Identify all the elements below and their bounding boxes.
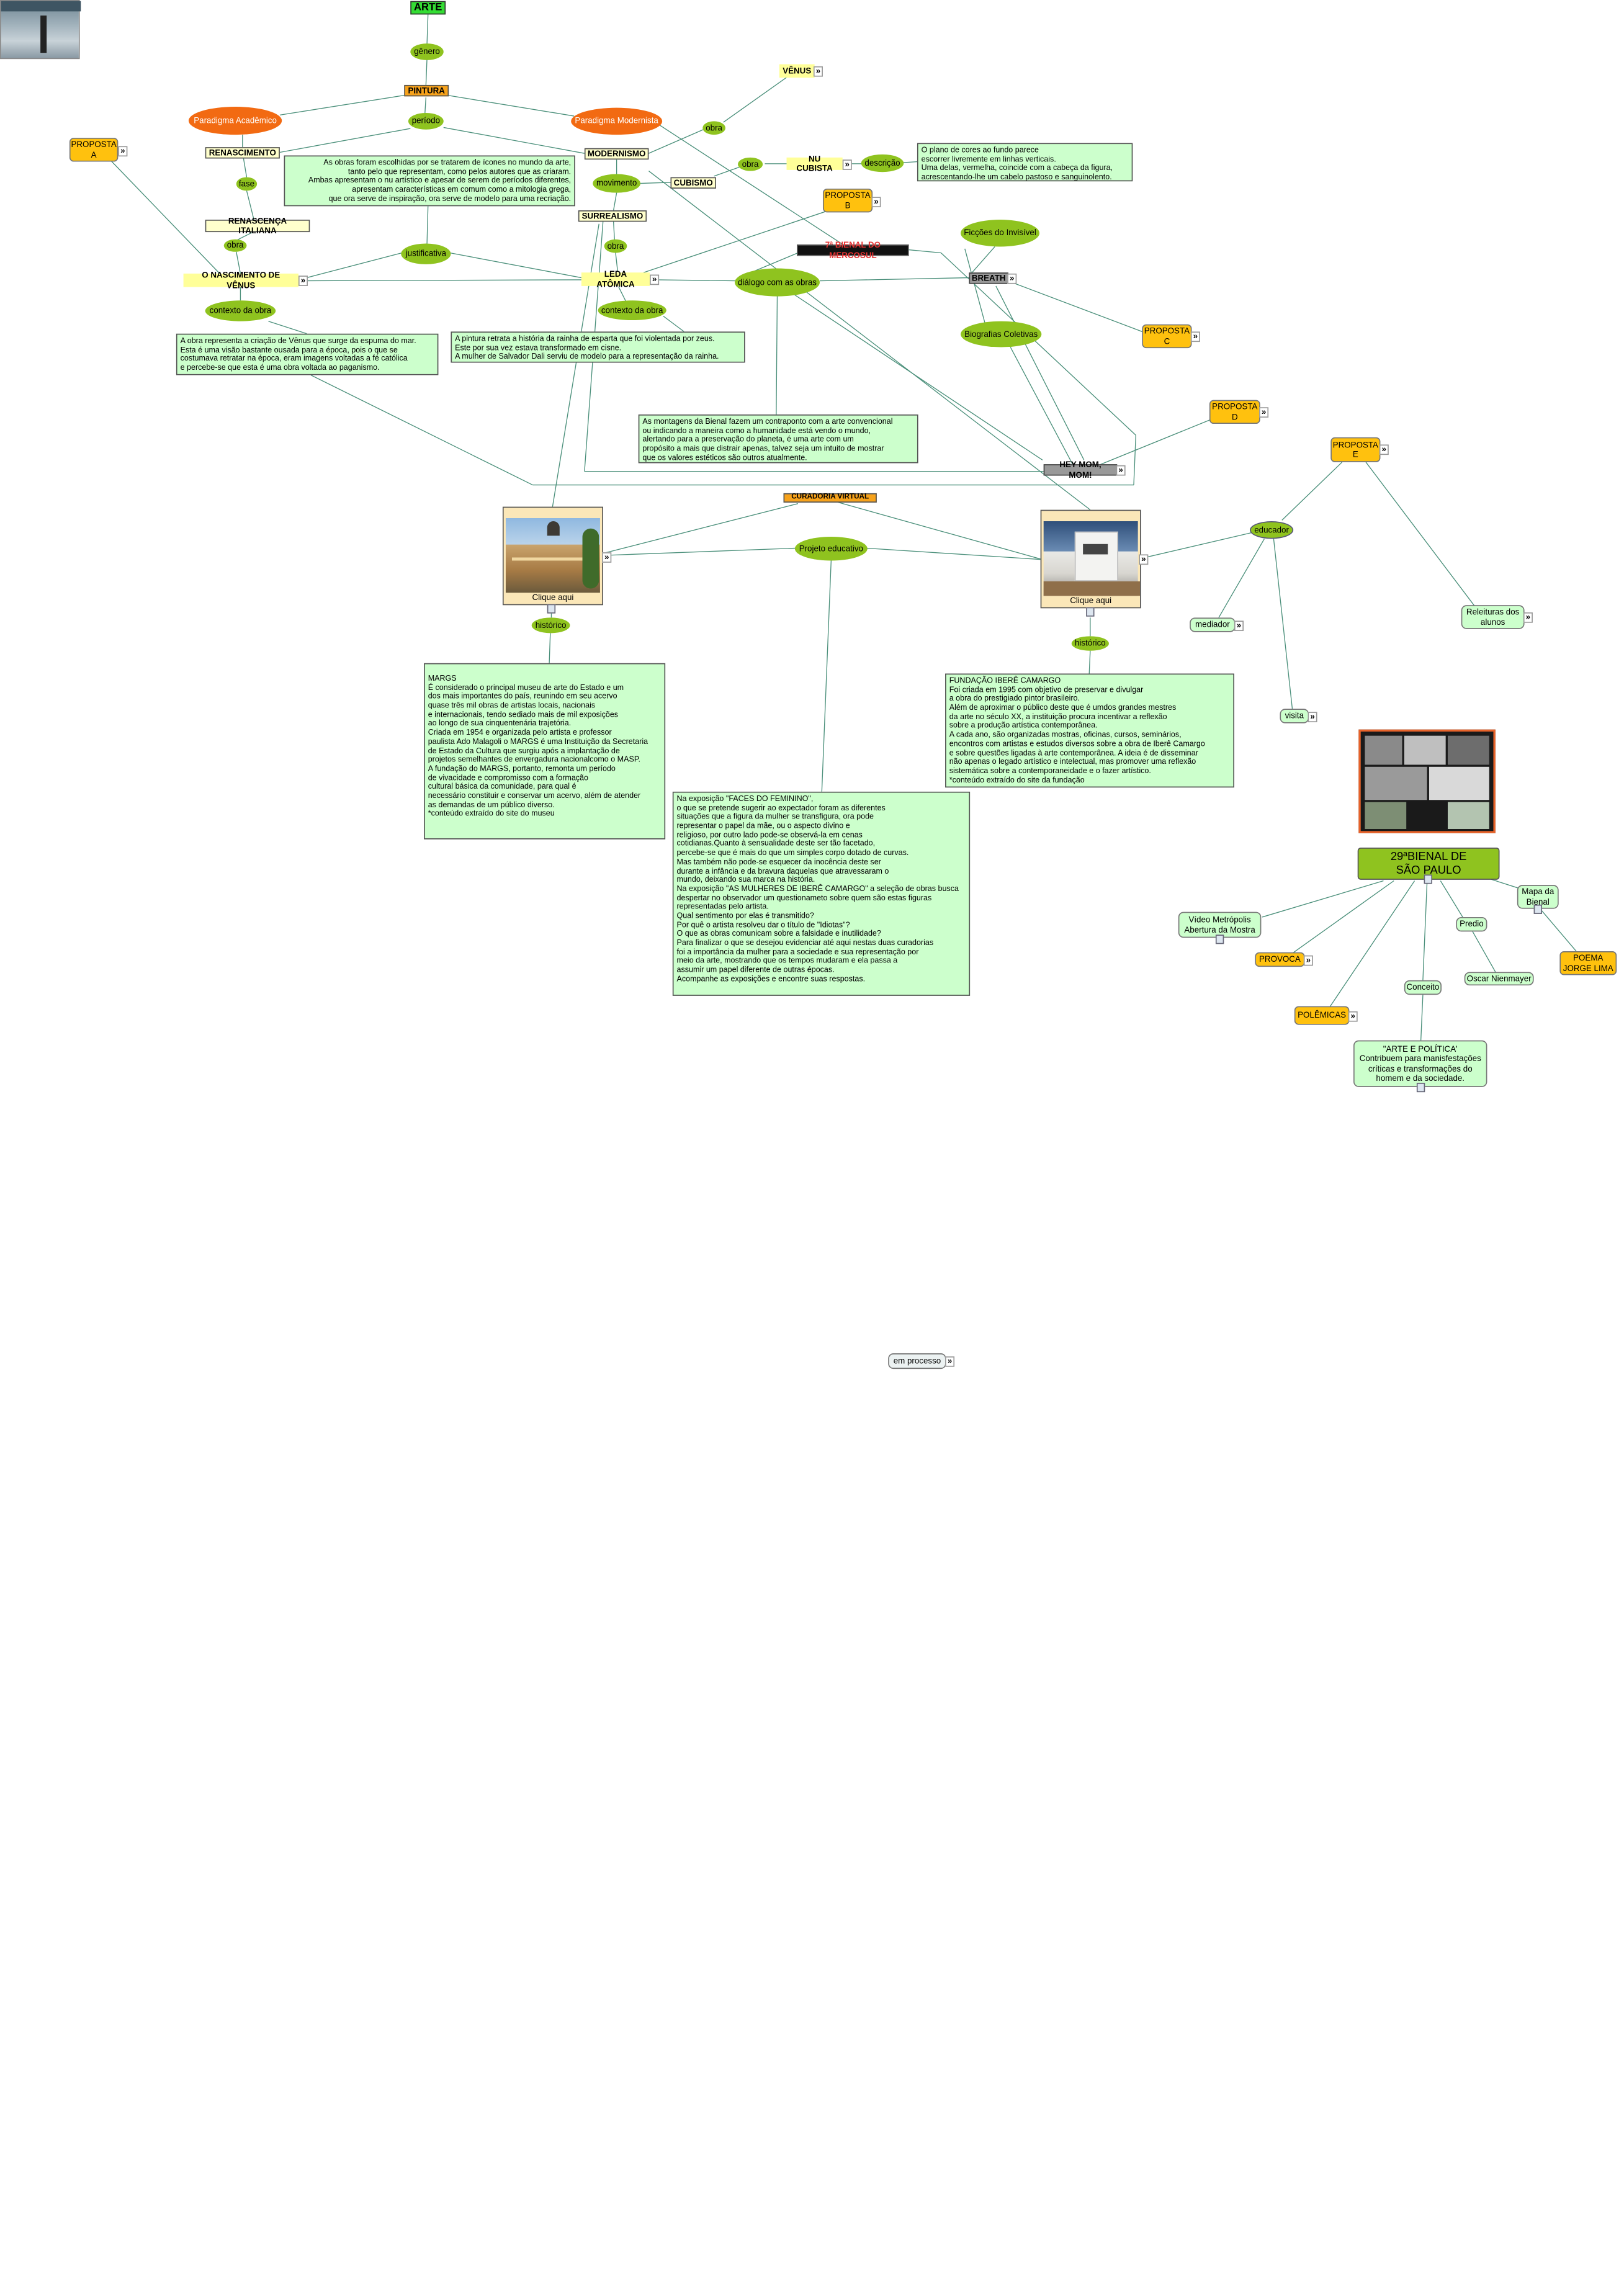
document-icon[interactable] xyxy=(547,604,555,614)
document-icon[interactable] xyxy=(1424,874,1432,884)
expand-icon[interactable]: » xyxy=(1304,956,1313,966)
node-fase[interactable]: fase xyxy=(236,177,257,191)
node-cubismo[interactable]: CUBISMO xyxy=(670,177,716,189)
node-conceito[interactable]: Conceito xyxy=(1404,980,1442,995)
expand-icon[interactable]: » xyxy=(814,66,823,77)
node-historico-2[interactable]: histórico xyxy=(1072,636,1109,650)
node-modernismo[interactable]: MODERNISMO xyxy=(585,148,649,159)
node-educador[interactable]: educador xyxy=(1250,521,1293,539)
node-venus[interactable]: VÊNUS xyxy=(779,65,815,78)
expand-icon[interactable]: » xyxy=(1191,331,1200,342)
note-margs: MARGS É considerado o principal museu de… xyxy=(424,663,665,840)
node-dialogo-obras[interactable]: diálogo com as obras xyxy=(735,269,820,297)
node-provoca[interactable]: PROVOCA xyxy=(1255,952,1304,967)
expand-icon[interactable]: » xyxy=(298,275,308,286)
expand-icon[interactable]: » xyxy=(843,159,852,170)
note-ibere: FUNDAÇÃO IBERÊ CAMARGO Foi criada em 199… xyxy=(945,674,1234,788)
node-breath[interactable]: BREATH xyxy=(969,272,1008,284)
margs-caption[interactable]: Clique aqui xyxy=(504,593,603,602)
expand-icon[interactable]: » xyxy=(1523,612,1533,623)
node-periodo[interactable]: período xyxy=(408,113,444,130)
node-paradigma-academico[interactable]: Paradigma Acadêmico xyxy=(189,107,282,135)
thumbnail-photo[interactable] xyxy=(0,0,80,59)
node-arte[interactable]: ARTE xyxy=(410,1,446,15)
proposta-d[interactable]: PROPOSTA D xyxy=(1209,400,1260,424)
node-mediador[interactable]: mediador xyxy=(1190,617,1235,632)
node-obra-1[interactable]: obra xyxy=(224,240,247,252)
ibere-image-card[interactable]: Clique aqui xyxy=(1041,510,1141,609)
note-descricao: O plano de cores ao fundo parece escorre… xyxy=(917,143,1133,181)
node-leda-atomica[interactable]: LEDA ATÔMICA xyxy=(581,272,650,286)
expand-icon[interactable]: » xyxy=(650,275,659,285)
node-pintura[interactable]: PINTURA xyxy=(404,85,449,96)
node-biografias-coletivas[interactable]: Biografias Coletivas xyxy=(961,321,1041,347)
expand-icon[interactable]: » xyxy=(602,552,611,563)
node-bienal-mercosul[interactable]: 7ª BIENAL DO MERCOSUL xyxy=(797,244,908,256)
node-obra-3[interactable]: obra xyxy=(738,158,763,171)
node-projeto-educativo[interactable]: Projeto educativo xyxy=(795,537,868,560)
expand-icon[interactable]: » xyxy=(1308,712,1317,722)
node-contexto-obra-2[interactable]: contexto da obra xyxy=(598,300,666,320)
expand-icon[interactable]: » xyxy=(118,146,127,156)
node-curadoria-virtual[interactable]: CURADORIA VIRTUAL xyxy=(784,493,877,503)
node-renascenca-italiana[interactable]: RENASCENÇA ITALIANA xyxy=(205,220,310,232)
node-arte-politica[interactable]: "ARTE E POLÍTICA' Contribuem para manisf… xyxy=(1353,1041,1487,1087)
node-polemicas[interactable]: POLÊMICAS xyxy=(1294,1006,1350,1025)
node-oscar[interactable]: Oscar Nienmayer xyxy=(1465,972,1534,985)
node-predio[interactable]: Predio xyxy=(1456,917,1487,931)
expand-icon[interactable]: » xyxy=(1116,465,1126,476)
node-surrealismo[interactable]: SURREALISMO xyxy=(578,210,647,222)
node-movimento[interactable]: movimento xyxy=(593,174,640,193)
node-em-processo[interactable]: em processo xyxy=(888,1353,946,1369)
node-genero[interactable]: gênero xyxy=(410,43,443,60)
proposta-e[interactable]: PROPOSTA E xyxy=(1330,437,1380,462)
node-nu-cubista[interactable]: NU CUBISTA xyxy=(787,158,843,170)
document-icon[interactable] xyxy=(1534,905,1542,914)
node-descricao[interactable]: descrição xyxy=(861,155,904,172)
note-justificativa: As obras foram escolhidas por se tratare… xyxy=(284,156,575,207)
margs-building-photo[interactable] xyxy=(506,518,600,593)
node-paradigma-modernista[interactable]: Paradigma Modernista xyxy=(571,108,662,135)
node-contexto-obra-1[interactable]: contexto da obra xyxy=(205,300,276,321)
expand-icon[interactable]: » xyxy=(1380,444,1389,455)
margs-image-card[interactable]: Clique aqui xyxy=(503,507,603,606)
document-icon[interactable] xyxy=(1086,607,1094,617)
node-releituras[interactable]: Releituras dos alunos xyxy=(1461,605,1525,629)
expand-icon[interactable]: » xyxy=(871,197,881,207)
connection-lines xyxy=(0,0,1624,1371)
node-visita[interactable]: visita xyxy=(1280,709,1309,723)
node-renascimento[interactable]: RENASCIMENTO xyxy=(205,147,280,158)
expand-icon[interactable]: » xyxy=(1234,620,1244,631)
note-bienal-text: As montagens da Bienal fazem um contrapo… xyxy=(639,414,918,463)
proposta-a[interactable]: PROPOSTA A xyxy=(70,138,118,161)
document-icon[interactable] xyxy=(1216,934,1224,944)
expand-icon[interactable]: » xyxy=(1007,274,1016,284)
expand-icon[interactable]: » xyxy=(945,1356,954,1367)
node-hey-mom[interactable]: HEY MOM, MOM! xyxy=(1044,464,1118,475)
node-justificativa[interactable]: justificativa xyxy=(401,243,451,264)
proposta-b[interactable]: PROPOSTA B xyxy=(823,189,873,212)
proposta-c[interactable]: PROPOSTA C xyxy=(1142,325,1191,348)
node-video-metropolis[interactable]: Vídeo Metrópolis Abertura da Mostra xyxy=(1178,912,1262,938)
expand-icon[interactable]: » xyxy=(1348,1011,1358,1022)
bienal-sp-photo[interactable] xyxy=(1358,730,1495,833)
expand-icon[interactable]: » xyxy=(1259,407,1268,418)
note-leda-contexto: A pintura retrata a história da rainha d… xyxy=(451,331,745,362)
node-historico-1[interactable]: histórico xyxy=(532,617,570,633)
note-venus-contexto: A obra representa a criação de Vênus que… xyxy=(176,334,439,375)
note-feminino: Na exposição "FACES DO FEMININO", o que … xyxy=(673,792,970,996)
node-obra-2[interactable]: obra xyxy=(604,240,627,253)
expand-icon[interactable]: » xyxy=(1139,554,1148,565)
ibere-building-photo[interactable] xyxy=(1044,521,1138,596)
node-obra-4[interactable]: obra xyxy=(702,121,725,135)
ibere-caption[interactable]: Clique aqui xyxy=(1041,596,1140,605)
document-icon[interactable] xyxy=(1417,1083,1425,1092)
node-ficcoes-invisivel[interactable]: Ficções do Invisível xyxy=(961,220,1039,246)
node-poema[interactable]: POEMA JORGE LIMA xyxy=(1559,951,1617,975)
node-nascimento-venus[interactable]: O NASCIMENTO DE VÊNUS xyxy=(184,274,298,287)
